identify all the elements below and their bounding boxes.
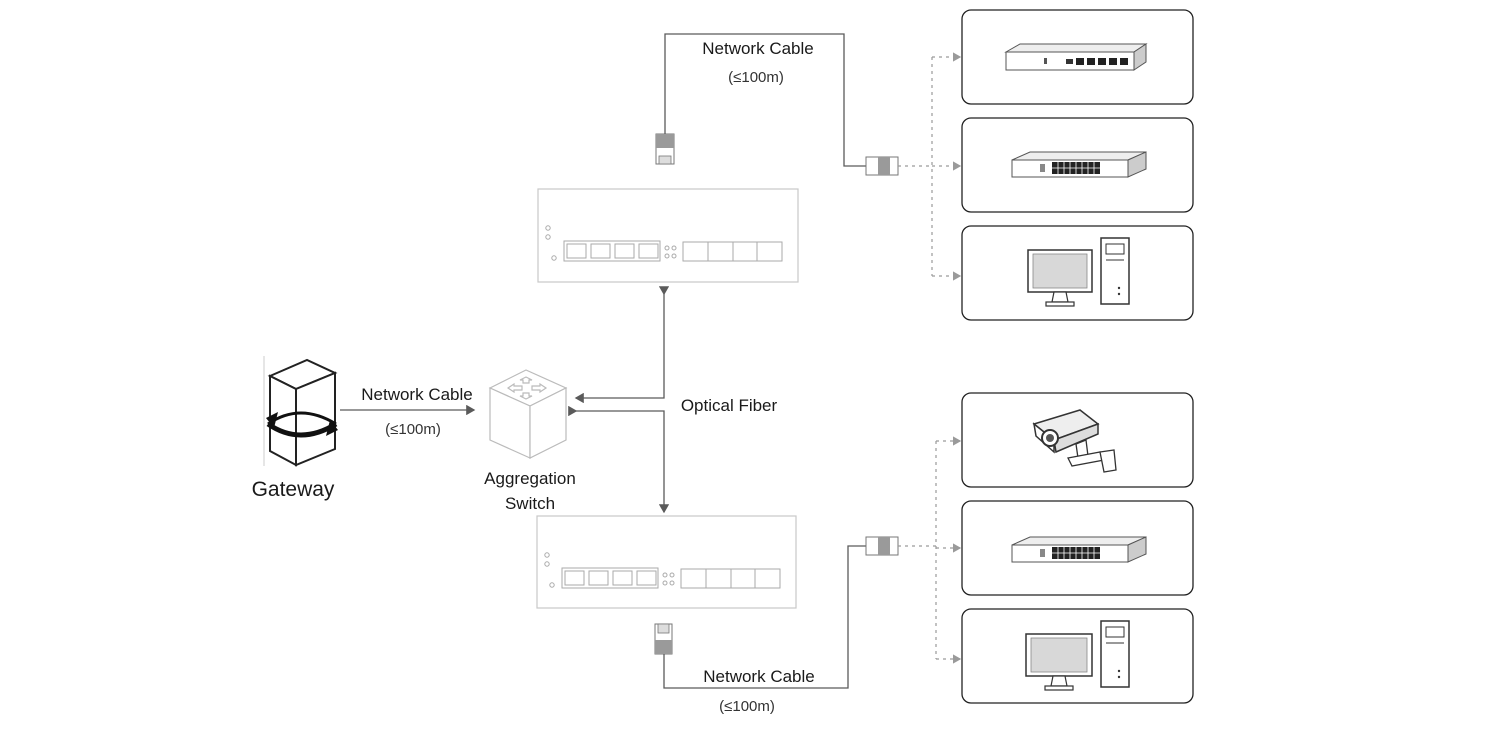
bottom-cable-distance: (≤100m) [719,698,775,715]
top-network-cable [664,33,866,167]
gateway-cable-label: Network Cable [361,385,473,404]
optical-fiber-label: Optical Fiber [681,396,778,415]
bottom-access-switch-icon [536,515,797,609]
bottom-cable-label: Network Cable [703,667,815,686]
poe-switch-icon [1011,151,1147,178]
rj45-plug-icon [655,133,675,165]
aggregation-switch-icon [488,369,568,459]
top-cable-distance: (≤100m) [728,69,784,86]
bottom-distribution-lines [898,436,962,664]
rj45-plug-icon [865,156,899,176]
router-icon [1004,43,1148,71]
rj45-plug-icon [865,536,899,556]
fiber-link-top [574,286,670,404]
cctv-camera-icon [1032,409,1117,473]
gateway-label: Gateway [252,478,335,501]
gateway-icon [263,356,338,467]
desktop-pc-icon [1027,237,1130,307]
gateway-cable-distance: (≤100m) [385,421,441,438]
aggregation-label-line2: Switch [505,494,555,513]
top-access-switch-icon [537,188,799,283]
fiber-link-bottom [568,405,670,514]
top-cable-label: Network Cable [702,39,814,58]
poe-switch-icon [1011,536,1147,563]
aggregation-label-line1: Aggregation [484,469,576,488]
bottom-network-cable [663,545,866,689]
desktop-pc-icon [1025,620,1130,691]
rj45-plug-icon [654,623,673,655]
top-distribution-lines [898,52,962,281]
